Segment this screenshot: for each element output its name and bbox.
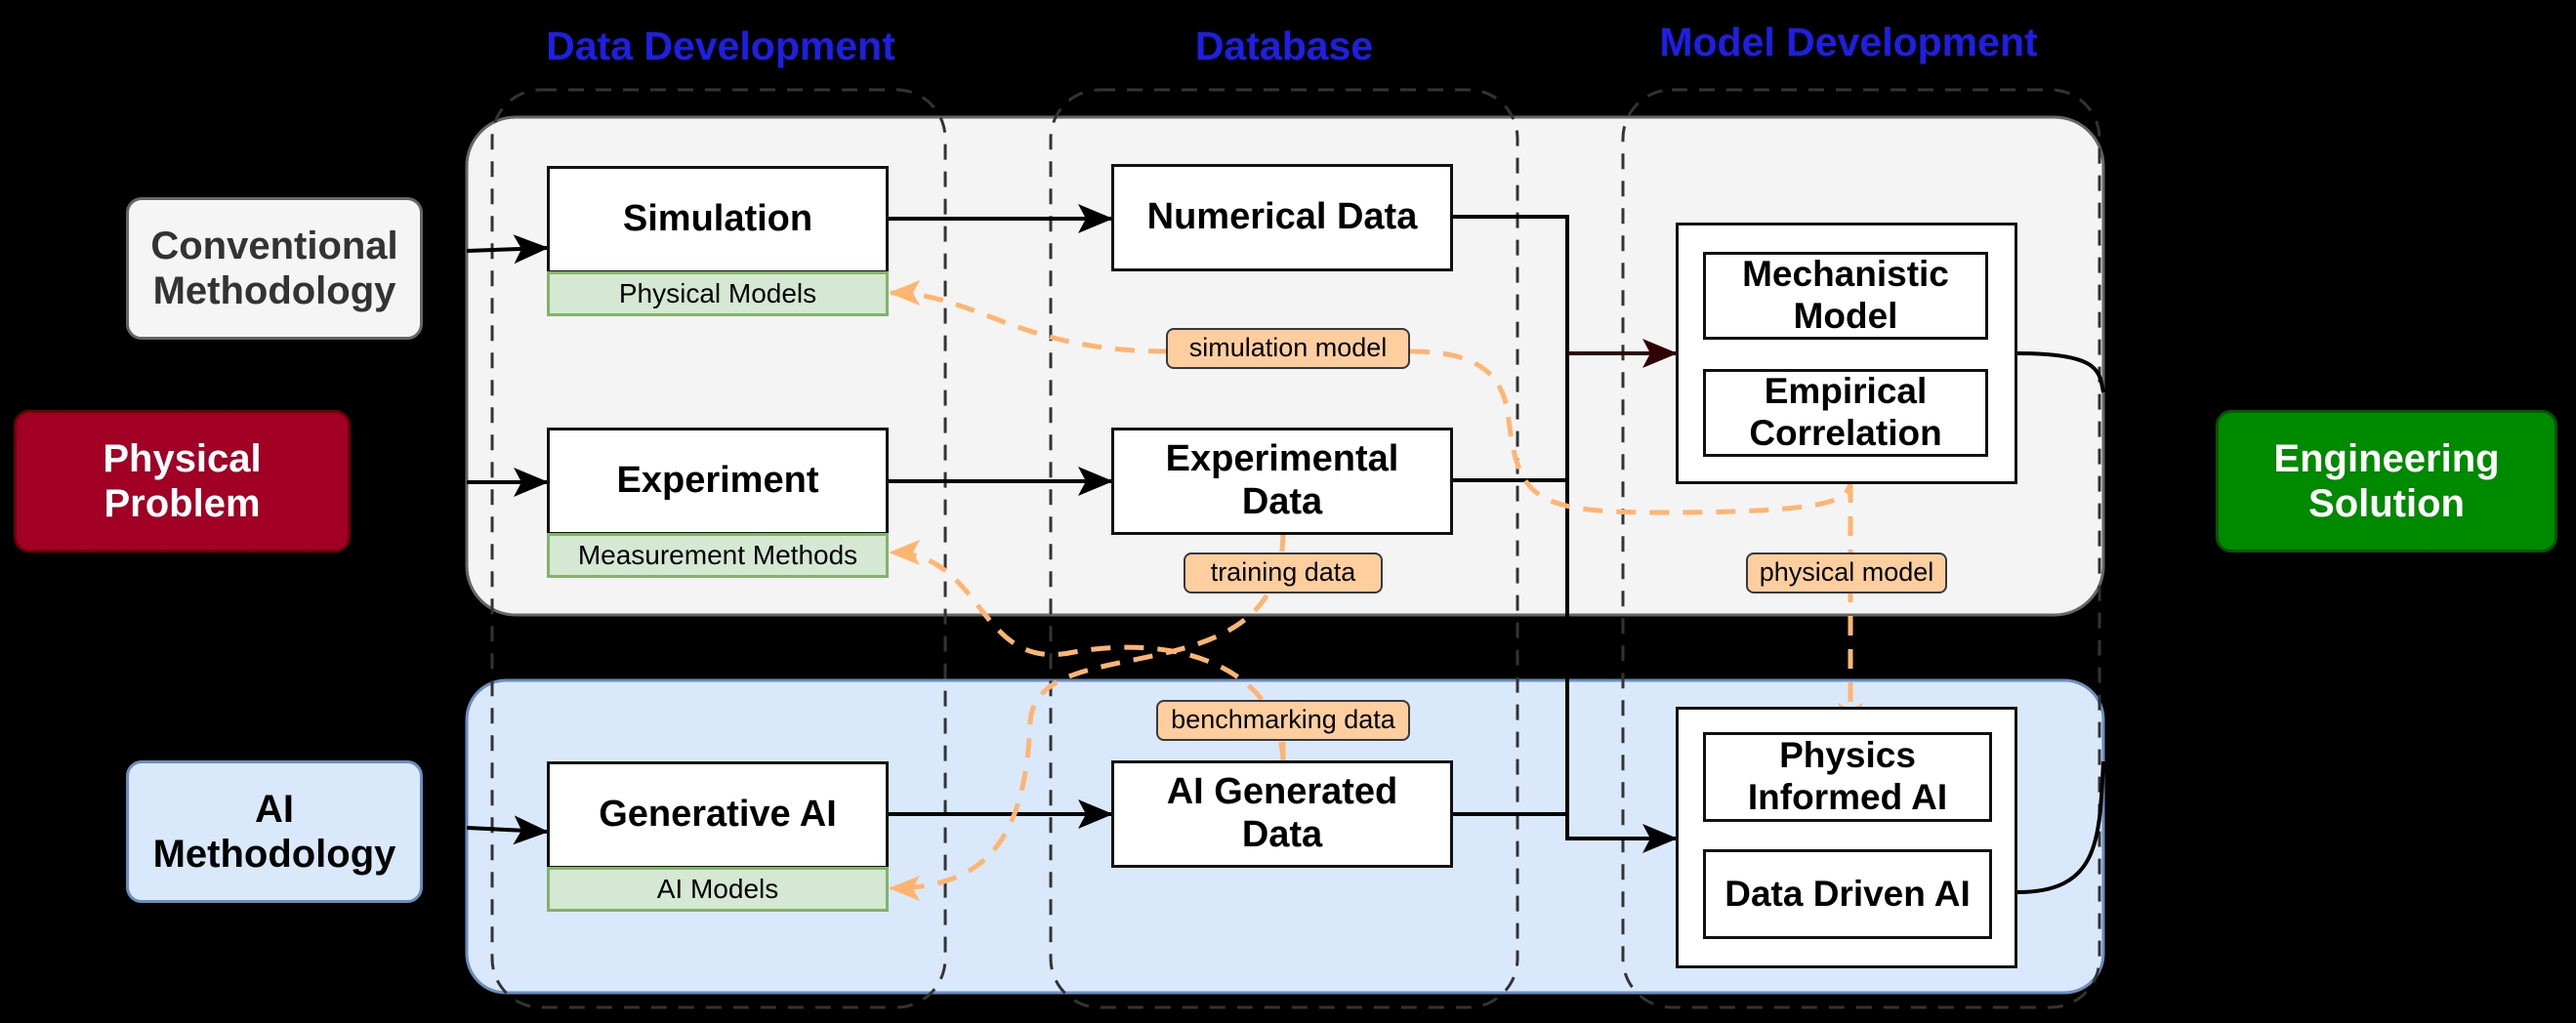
conventional-methodology: Conventional Methodology [126,197,423,340]
model-development-column [1621,88,2101,1009]
empirical-correlation-box: Empirical Correlation [1703,369,1988,457]
header-database: Database [1194,23,1374,68]
numerical-data-box: Numerical Data [1111,164,1453,271]
training-data-label: training data [1184,552,1383,593]
flow-simulation-model-right [1409,348,1853,515]
flow-benchmarking-data [889,540,1286,762]
experiment-box: Experiment [547,428,889,535]
database-column [1049,88,1519,1009]
data-development-column [490,88,947,1009]
physical-problem: Physical Problem [14,410,351,552]
arrow-conventional-to-simulation [466,234,549,265]
ai-models-box: AI Models [547,867,889,912]
engineering-solution: Engineering Solution [2216,410,2557,552]
physical-models-box: Physical Models [547,271,889,316]
physical-model-label: physical model [1746,552,1947,593]
ai-methodology: AI Methodology [126,760,423,903]
line-numerical-out [1453,215,1569,353]
benchmarking-data-label: benchmarking data [1156,700,1410,741]
arrow-to-ai-models [1565,353,1678,853]
mechanistic-model-box: Mechanistic Model [1703,252,1988,340]
measurement-methods-box: Measurement Methods [547,533,889,578]
ai-generated-data-box: AI Generated Data [1111,760,1453,868]
flow-simulation-model [889,280,1169,354]
header-data-development: Data Development [546,23,895,68]
physics-informed-ai-box: Physics Informed AI [1703,732,1992,822]
generative-ai-box: Generative AI [547,761,889,869]
arrow-ai-to-generative [466,815,549,845]
data-driven-ai-box: Data Driven AI [1703,849,1992,939]
line-models-to-solution [2016,351,2105,894]
simulation-model-label: simulation model [1166,328,1410,369]
simulation-box: Simulation [547,166,889,273]
flow-training-data [889,531,1286,901]
header-model-development: Model Development [1659,20,2038,64]
experimental-data-box: Experimental Data [1111,428,1453,535]
